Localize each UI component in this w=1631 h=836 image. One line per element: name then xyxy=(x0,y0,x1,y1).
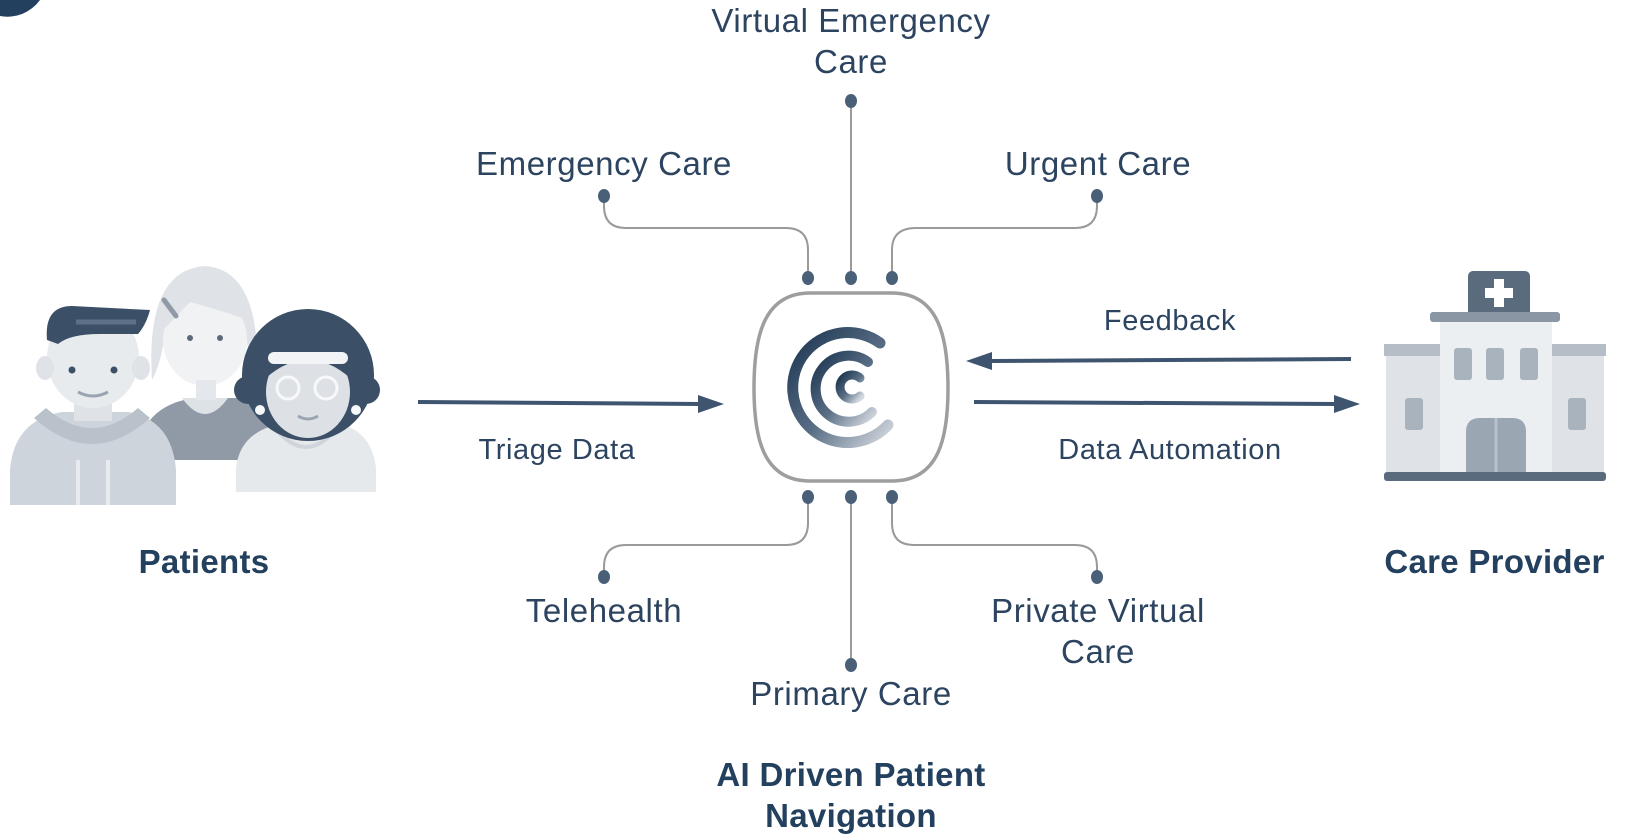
hub-title: AI Driven Patient Navigation xyxy=(716,756,986,834)
label-virtual-emergency-care: Virtual Emergency Care xyxy=(711,2,991,80)
label-triage-data: Triage Data xyxy=(478,434,636,466)
flow-arrows xyxy=(417,352,1360,413)
corner-decoration xyxy=(0,0,40,17)
connector-dots xyxy=(598,94,1103,672)
connector-lines xyxy=(603,101,1098,665)
connector-top-left xyxy=(603,196,809,278)
concentric-c-logo-icon xyxy=(787,327,894,448)
label-urgent-care: Urgent Care xyxy=(1004,145,1192,182)
label-feedback: Feedback xyxy=(1103,305,1237,337)
hub-frame xyxy=(752,291,950,483)
connector-bottom-right xyxy=(891,497,1098,577)
patients-title: Patients xyxy=(138,543,270,580)
hospital-building-icon xyxy=(1384,271,1606,481)
label-data-automation: Data Automation xyxy=(1058,434,1282,466)
arrow-feedback xyxy=(989,357,1352,363)
label-private-virtual-care: Private Virtual Care xyxy=(991,592,1205,670)
patients-group-icon xyxy=(10,266,380,505)
label-telehealth: Telehealth xyxy=(525,592,683,629)
connector-top-right xyxy=(891,196,1098,278)
label-emergency-care: Emergency Care xyxy=(476,145,732,182)
care-provider-title: Care Provider xyxy=(1384,543,1605,580)
arrow-automation xyxy=(973,400,1337,406)
label-primary-care: Primary Care xyxy=(750,675,952,712)
connector-bottom-left xyxy=(603,497,809,577)
arrow-triage xyxy=(417,400,701,406)
